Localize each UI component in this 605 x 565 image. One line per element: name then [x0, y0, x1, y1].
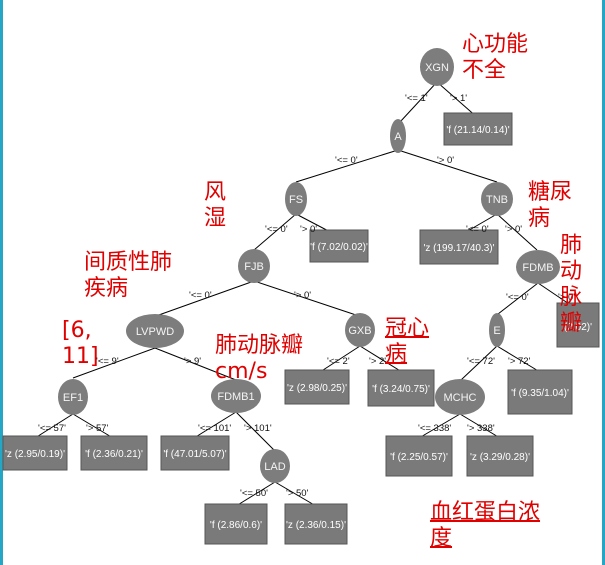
edge-gxb-left: '<= 2' — [327, 356, 350, 367]
leaf-mchc-right: 'z (3.29/0.28)' — [466, 435, 534, 477]
node-a: A — [390, 119, 406, 153]
leaf-xgn-right: 'f (21.14/0.14)' — [443, 112, 513, 146]
node-gxb: GXB — [345, 313, 375, 347]
node-mchc: MCHC — [435, 379, 485, 415]
leaf-ef1-left-label: 'z (2.95/0.19)' — [5, 449, 65, 460]
leaf-gxb-right: 'f (3.24/0.75)' — [367, 369, 435, 407]
leaf-xgn-right-label: 'f (21.14/0.14)' — [446, 125, 509, 136]
annotation-gxb: 冠心 病 — [385, 316, 430, 367]
edge-lad-right: '> 50' — [286, 488, 309, 499]
edge-mchc-left: '<= 338' — [418, 423, 451, 434]
edge-a-right: '> 0' — [437, 155, 454, 166]
leaf-lad-left: 'f (2.86/0.6)' — [204, 503, 268, 545]
leaf-lad-right: 'z (2.36/0.15)' — [284, 503, 348, 545]
node-tnb-label: TNB — [486, 194, 508, 206]
leaf-tnb-left: 'z (199.17/40.3)' — [419, 229, 499, 265]
leaf-tnb-left-label: 'z (199.17/40.3)' — [423, 243, 494, 254]
node-xgn-label: XGN — [425, 62, 449, 74]
node-fdmb1-label: FDMB1 — [217, 391, 254, 403]
annotation-mchc: 血红蛋白浓 度 — [430, 500, 541, 551]
node-tnb: TNB — [481, 182, 513, 216]
leaf-ef1-left: 'z (2.95/0.19)' — [2, 435, 68, 471]
edge-xgn-right: '> 1' — [450, 93, 467, 104]
node-lad: LAD — [260, 449, 290, 483]
edge-a-left: '<= 0' — [335, 155, 358, 166]
leaf-gxb-left: 'z (2.98/0.25)' — [284, 369, 350, 405]
leaf-mchc-left: 'f (2.25/0.57)' — [385, 435, 453, 477]
annotation-fs: 风 湿 — [204, 180, 227, 231]
frame-left-border — [0, 0, 3, 565]
edge-tnb-left: '<= 0' — [466, 224, 489, 235]
leaf-lad-left-label: 'f (2.86/0.6)' — [210, 520, 262, 531]
edge-ef1-left: '<= 57' — [38, 423, 66, 434]
node-fs: FS — [285, 182, 307, 216]
edge-fdmb1-left: '<= 101' — [198, 423, 231, 434]
annotation-tnb: 糖尿 病 — [528, 180, 573, 231]
edge-lvpwd-left: '<= 9' — [96, 356, 119, 367]
edge-lvpwd-right: '> 9' — [184, 356, 201, 367]
node-mchc-label: MCHC — [444, 392, 477, 404]
edge-xgn-left: '<= 1' — [405, 93, 428, 104]
frame-right-border — [602, 0, 605, 565]
leaf-lad-right-label: 'z (2.36/0.15)' — [286, 520, 346, 531]
leaf-mchc-left-label: 'f (2.25/0.57)' — [390, 452, 448, 463]
annotation-fdmb: 肺 动 脉 瓣 — [560, 233, 583, 336]
leaf-fs-right-label: 'f (7.02/0.02)' — [310, 242, 368, 253]
leaf-fdmb1-left-label: 'f (47.01/5.07)' — [163, 449, 226, 460]
annotation-fjb: 间质性肺 疾病 — [84, 250, 173, 301]
annotation-fdmb1: 肺动脉瓣 cm/s — [215, 333, 304, 384]
node-xgn: XGN — [420, 48, 454, 86]
edge-tnb-right: '> 0' — [505, 224, 522, 235]
edge-gxb-right: '> 2' — [369, 356, 386, 367]
edge-fs-right: '> 0' — [300, 224, 317, 235]
edge-e-left: '<= 72' — [467, 356, 495, 367]
edge-fs-left: '<= 0' — [265, 224, 288, 235]
node-e-label: E — [493, 325, 500, 337]
edge-fdmb-right: '> 0' — [558, 292, 575, 303]
node-gxb-label: GXB — [348, 325, 371, 337]
edge-e-right: '> 72' — [508, 356, 531, 367]
node-ef1: EF1 — [58, 379, 88, 415]
node-a-label: A — [394, 131, 402, 143]
edge-ef1-right: '> 57' — [86, 423, 109, 434]
edge-lad-left: '<= 50' — [240, 488, 268, 499]
leaf-fdmb-right-label: (2.02)' — [564, 322, 592, 333]
edge-mchc-right: '> 338' — [467, 423, 495, 434]
node-fdmb-label: FDMB — [522, 262, 553, 274]
leaf-ef1-right-label: 'f (2.36/0.21)' — [85, 449, 143, 460]
node-e: E — [489, 313, 505, 347]
leaf-gxb-right-label: 'f (3.24/0.75)' — [372, 384, 430, 395]
leaf-mchc-right-label: 'z (3.29/0.28)' — [470, 452, 530, 463]
edge-fdmb1-right: '> 101' — [244, 423, 272, 434]
edge-labels: '<= 1' '> 1' '<= 0' '> 0' '<= 0' '> 0' '… — [38, 93, 575, 499]
node-fdmb: FDMB — [516, 250, 560, 284]
leaf-gxb-left-label: 'z (2.98/0.25)' — [287, 383, 347, 394]
node-fjb-label: FJB — [244, 261, 264, 273]
node-fjb: FJB — [238, 249, 270, 283]
edge-fdmb-left: '<= 0' — [506, 292, 529, 303]
leaf-e-right-label: 'f (9.35/1.04)' — [511, 388, 569, 399]
leaf-fdmb1-left: 'f (47.01/5.07)' — [160, 435, 230, 471]
edge-fjb-left: '<= 0' — [189, 290, 212, 301]
annotation-xgn: 心功能 不全 — [462, 32, 529, 83]
edge-fjb-right: '> 0' — [294, 290, 311, 301]
node-ef1-label: EF1 — [63, 392, 83, 404]
leaf-fs-right: 'f (7.02/0.02)' — [309, 229, 369, 263]
leaf-fdmb-right: (2.02)' — [556, 302, 600, 348]
annotation-lvpwd: [6, 11] — [62, 318, 99, 369]
leaf-ef1-right: 'f (2.36/0.21)' — [80, 435, 148, 471]
node-lvpwd-label: LVPWD — [136, 326, 174, 338]
node-lvpwd: LVPWD — [126, 314, 184, 348]
node-lad-label: LAD — [264, 461, 285, 473]
node-fs-label: FS — [289, 194, 303, 206]
leaf-e-right: 'f (9.35/1.04)' — [507, 369, 573, 415]
node-fdmb1: FDMB1 — [211, 379, 261, 413]
